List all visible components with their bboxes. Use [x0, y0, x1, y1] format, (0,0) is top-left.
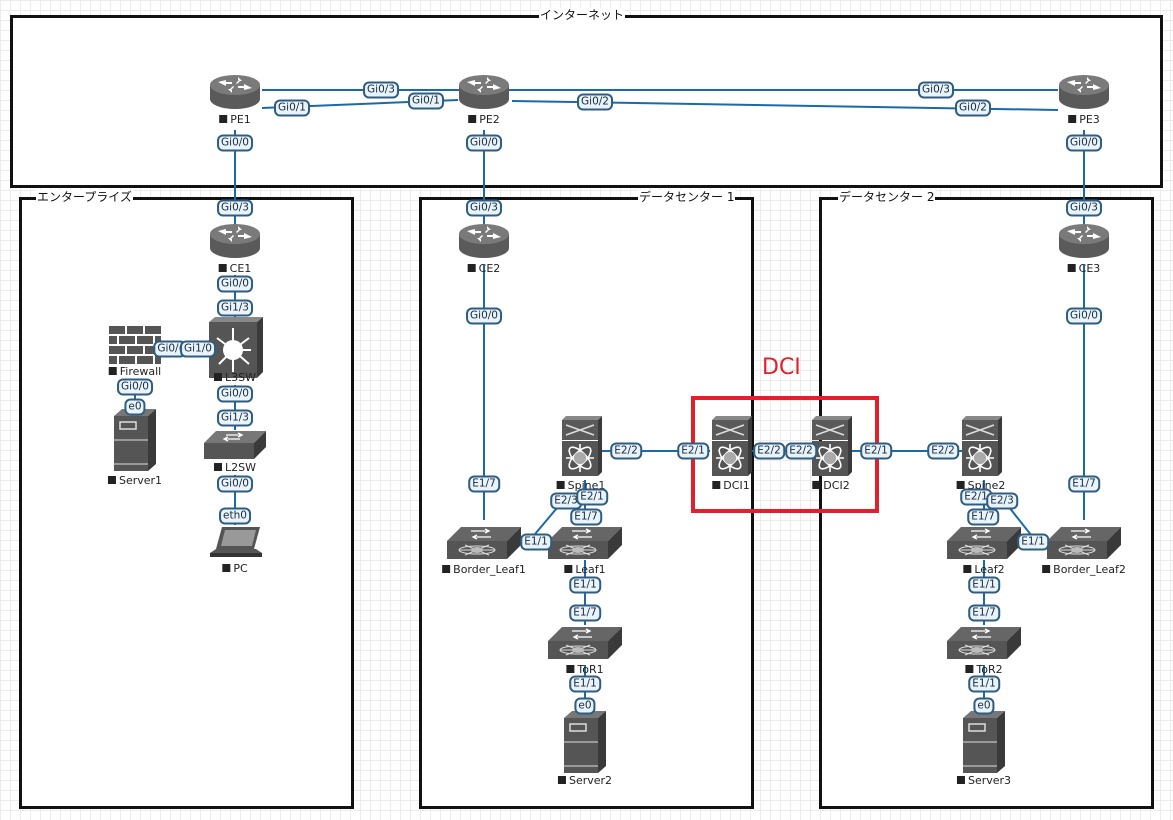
port-label: E1/7: [1068, 475, 1100, 493]
port-label: Gi1/3: [217, 409, 253, 427]
node-label: PC: [222, 563, 247, 575]
port-label: e0: [124, 398, 146, 416]
router-icon: [457, 73, 511, 111]
port-label: E1/1: [1017, 533, 1049, 551]
l2-switch-icon: [202, 427, 268, 461]
port-label: E1/1: [520, 533, 552, 551]
router-icon: [208, 222, 262, 260]
router-icon: [208, 73, 262, 111]
port-label: E2/3: [986, 492, 1018, 510]
nexus-leaf-icon: [945, 523, 1023, 563]
port-label: E2/1: [960, 488, 992, 506]
port-label: Gi0/0: [217, 385, 253, 403]
port-label: Gi0/0: [1066, 307, 1102, 325]
node-label: CE1: [219, 263, 252, 275]
nexus-spine-icon: [558, 414, 604, 478]
router-icon: [1057, 222, 1111, 260]
port-label: Gi1/0: [180, 340, 216, 358]
nexus-leaf-icon: [546, 523, 624, 563]
zone-title-internet: インターネット: [539, 8, 626, 22]
zone-title-dc1: データセンター 1: [638, 190, 736, 204]
server-icon: [112, 408, 158, 472]
port-label: Gi0/0: [217, 275, 253, 293]
node-label: L2SW: [214, 462, 256, 474]
port-label: E1/7: [967, 508, 999, 526]
nexus-leaf-icon: [1045, 523, 1123, 563]
port-label: Gi0/3: [466, 199, 502, 217]
dci-label: DCI: [762, 355, 801, 380]
port-label: Gi0/0: [117, 378, 153, 396]
port-label: E1/1: [569, 675, 601, 693]
node-label: Server3: [957, 775, 1011, 787]
node-label: Border_Leaf2: [1042, 564, 1126, 576]
port-label: Gi0/0: [1066, 134, 1102, 152]
node-label: Leaf2: [963, 564, 1004, 576]
router-icon: [1057, 73, 1111, 111]
port-label: e0: [574, 697, 596, 715]
port-label: E2/1: [677, 442, 709, 460]
port-label: E1/1: [968, 576, 1000, 594]
server-icon: [562, 710, 608, 774]
port-label: Gi0/0: [217, 134, 253, 152]
port-label: E1/7: [569, 604, 601, 622]
nexus-leaf-icon: [445, 523, 523, 563]
node-label: ToR2: [965, 664, 1002, 676]
port-label: Gi0/3: [217, 199, 253, 217]
zone-title-enterprise: エンタープライズ: [36, 190, 133, 204]
node-label: Server2: [558, 775, 612, 787]
port-label: E1/1: [569, 576, 601, 594]
port-label: E2/2: [610, 442, 642, 460]
node-label: ToR1: [566, 664, 603, 676]
port-label: Gi0/1: [274, 99, 310, 117]
nexus-spine-icon: [958, 414, 1004, 478]
port-label: e0: [973, 697, 995, 715]
port-label: Gi0/2: [577, 93, 613, 111]
port-label: E2/2: [785, 442, 817, 460]
port-label: Gi0/3: [918, 81, 954, 99]
node-label: CE2: [468, 263, 501, 275]
port-label: E1/1: [968, 675, 1000, 693]
nexus-dci-icon: [708, 414, 754, 478]
port-label: E2/2: [927, 442, 959, 460]
nexus-leaf-icon: [546, 623, 624, 663]
port-label: Gi1/3: [217, 299, 253, 317]
laptop-icon: [208, 525, 262, 561]
port-label: Gi0/0: [217, 475, 253, 493]
node-label: L3SW: [214, 372, 256, 384]
node-label: PE3: [1068, 114, 1100, 126]
port-label: Gi0/0: [466, 307, 502, 325]
node-label: DCI2: [812, 480, 849, 492]
node-label: Border_Leaf1: [442, 564, 526, 576]
port-label: E2/1: [860, 442, 892, 460]
server-icon: [961, 710, 1007, 774]
port-label: E1/7: [968, 604, 1000, 622]
port-label: eth0: [219, 507, 251, 525]
node-label: PE1: [219, 114, 251, 126]
nexus-leaf-icon: [945, 623, 1023, 663]
port-label: E2/2: [753, 442, 785, 460]
node-label: Firewall: [109, 366, 161, 378]
node-label: PE2: [468, 114, 500, 126]
port-label: E2/1: [576, 488, 608, 506]
node-label: CE3: [1068, 263, 1101, 275]
port-label: Gi0/3: [363, 81, 399, 99]
port-label: Gi0/(: [153, 340, 187, 358]
port-label: Gi0/0: [466, 134, 502, 152]
port-label: Gi0/3: [1066, 199, 1102, 217]
node-label: Leaf1: [564, 564, 605, 576]
router-icon: [457, 222, 511, 260]
port-label: Gi0/1: [408, 92, 444, 110]
port-label: Gi0/2: [955, 99, 991, 117]
port-label: E2/3: [550, 492, 582, 510]
port-label: E1/7: [570, 508, 602, 526]
port-label: E1/7: [468, 475, 500, 493]
zone-title-dc2: データセンター 2: [838, 190, 936, 204]
node-label: Server1: [108, 475, 162, 487]
zone-enterprise: エンタープライズ: [19, 190, 354, 809]
node-label: DCI1: [712, 480, 749, 492]
